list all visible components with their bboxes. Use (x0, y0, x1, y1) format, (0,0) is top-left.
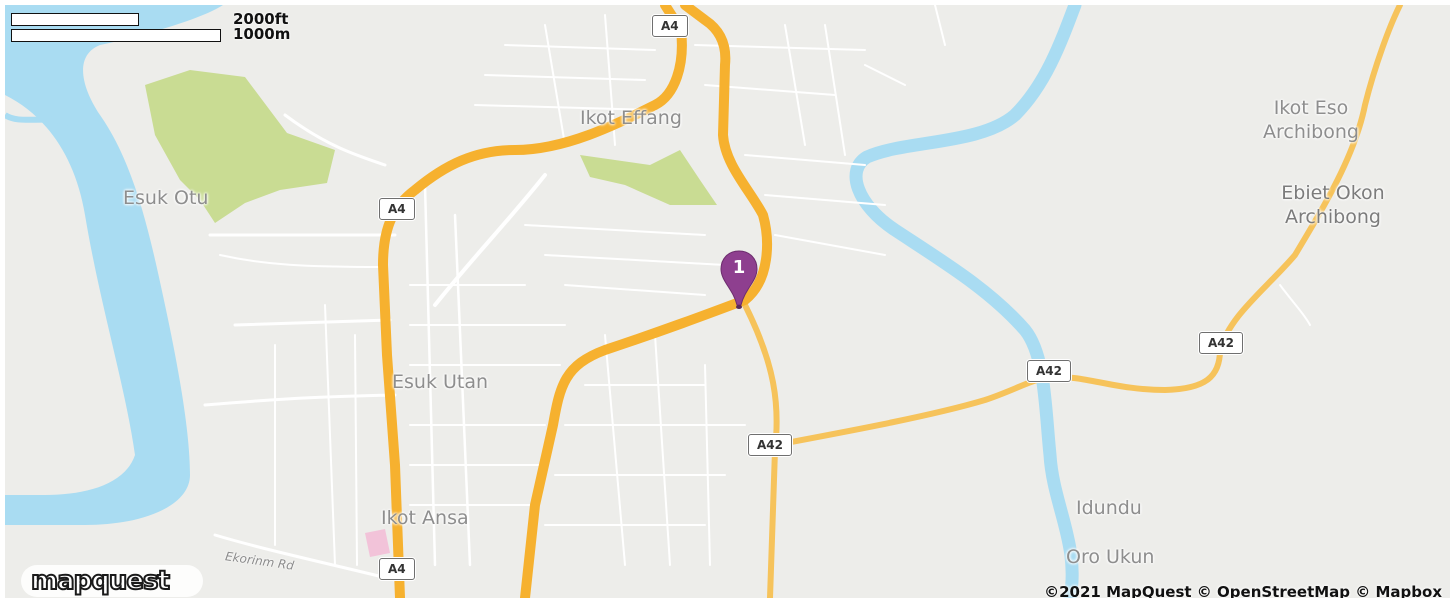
shield-a42-east: A42 (1199, 332, 1243, 354)
map-canvas[interactable]: Ikot Effang Esuk Otu Esuk Utan Ikot Ansa… (5, 5, 1450, 598)
place-ikot-eso-archibong: Ikot Eso Archibong (1245, 96, 1377, 144)
marker-number: 1 (732, 257, 746, 278)
place-ikot-effang: Ikot Effang (580, 107, 682, 129)
scale-label-feet: 2000ft (233, 10, 289, 28)
mapquest-logo[interactable]: mapquest (21, 565, 203, 597)
a4-eastern-road (520, 5, 772, 598)
left-inlet (5, 112, 71, 126)
place-ikot-eso-line1: Ikot Eso (1273, 97, 1349, 119)
shield-a42-center: A42 (748, 434, 792, 456)
a42-east-road (772, 5, 1403, 448)
right-river (849, 5, 1082, 598)
scale-bar-meters (11, 29, 221, 42)
place-esuk-otu: Esuk Otu (123, 187, 209, 209)
place-ikot-eso-line2: Archibong (1263, 121, 1359, 143)
shield-a42-river: A42 (1027, 360, 1071, 382)
pink-area (365, 529, 390, 557)
shield-a4-top: A4 (652, 15, 688, 37)
place-ebiet-okon-line1: Ebiet Okon (1281, 182, 1385, 204)
location-marker-1[interactable]: 1 (719, 249, 759, 311)
map-basemap (5, 5, 1403, 598)
map-pin-icon (720, 250, 758, 309)
map-attribution[interactable]: ©2021 MapQuest © OpenStreetMap © Mapbox (1044, 583, 1442, 598)
shield-a4-mid: A4 (379, 198, 415, 220)
place-ikot-ansa: Ikot Ansa (381, 507, 469, 529)
street-network (203, 5, 1311, 582)
scale-bar-feet (11, 13, 139, 26)
left-land-strip (5, 95, 135, 495)
shield-a4-bottom: A4 (379, 558, 415, 580)
place-ebiet-okon-line2: Archibong (1285, 206, 1381, 228)
scale-label-meters: 1000m (233, 25, 291, 43)
place-oro-ukun: Oro Ukun (1066, 546, 1155, 568)
mapquest-logo-text: mapquest (30, 565, 171, 597)
park-area-west (145, 70, 335, 223)
place-idundu: Idundu (1076, 497, 1142, 519)
place-esuk-utan: Esuk Utan (392, 371, 489, 393)
place-ebiet-okon-archibong: Ebiet Okon Archibong (1267, 181, 1399, 229)
park-area-north (580, 150, 717, 205)
highways (378, 5, 1403, 598)
